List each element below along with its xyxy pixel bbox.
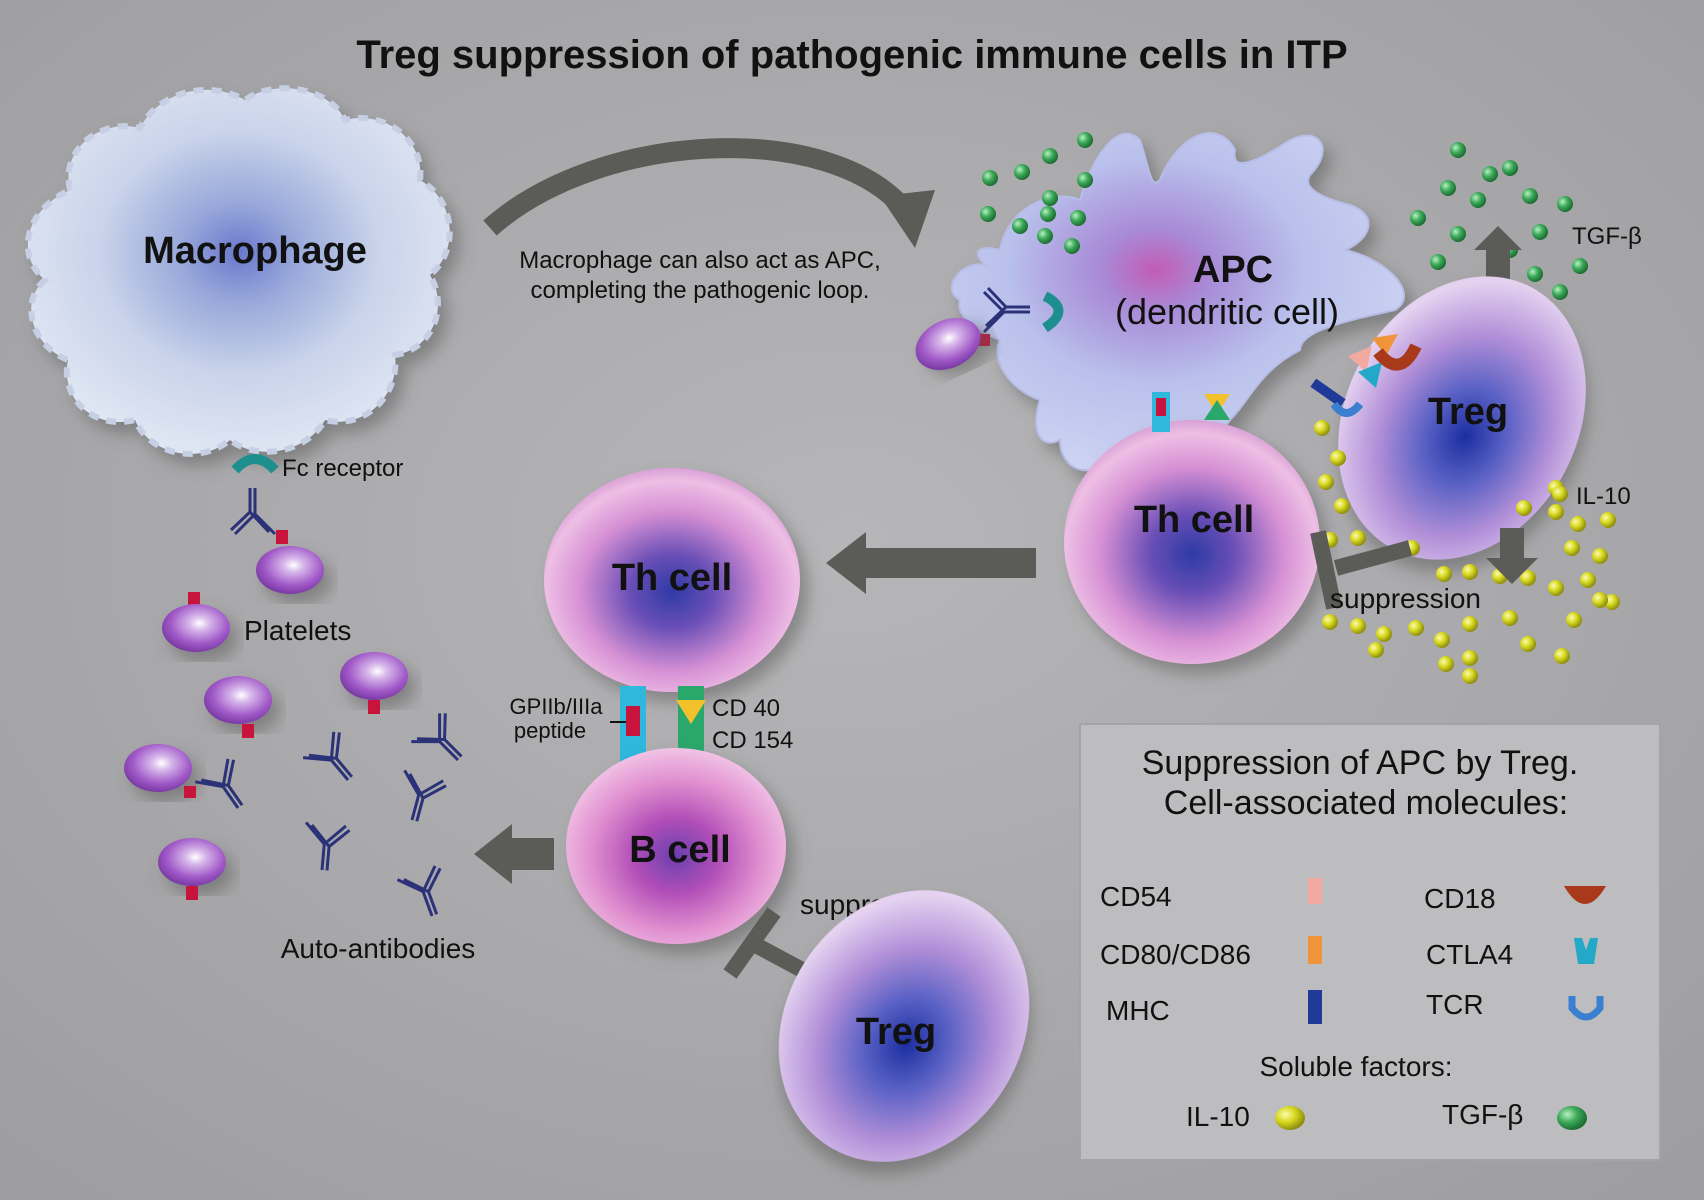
suppression-bar-right [1310, 530, 1342, 610]
treg-cell-top [1338, 276, 1586, 560]
loop-note-line1: Macrophage can also act as APC, [519, 247, 881, 274]
legend-label-cd54: CD54 [1100, 881, 1172, 912]
th-cell-right-label: Th cell [1134, 499, 1254, 541]
cd54-icon [1308, 878, 1322, 904]
cd40-icon [676, 700, 706, 724]
suppression-line-right [1333, 540, 1413, 576]
loop-note-line2: completing the pathogenic loop. [531, 277, 870, 304]
peptide-label: peptide [514, 718, 586, 743]
tgf-beta-label: TGF-β [1572, 223, 1642, 250]
apc-sublabel: (dendritic cell) [1115, 291, 1339, 332]
treg-top-label: Treg [1428, 391, 1508, 433]
suppression-right-label: suppression [1330, 583, 1481, 614]
ctla4-icon [1358, 362, 1382, 388]
auto-antibodies-label: Auto-antibodies [281, 933, 476, 964]
platelet-icon [340, 652, 408, 700]
apc-cell [950, 132, 1406, 476]
diagram-title: Treg suppression of pathogenic immune ce… [356, 33, 1347, 77]
platelet-icon [158, 838, 226, 886]
platelet-icon [124, 744, 192, 792]
cd80-icon [1372, 334, 1398, 356]
fc-receptor-label: Fc receptor [282, 455, 403, 482]
legend-label-cd18: CD18 [1424, 883, 1496, 914]
peptide-marker [1156, 398, 1166, 416]
mhc-icon [1308, 990, 1322, 1024]
legend-title-line1: Suppression of APC by Treg. [1142, 744, 1579, 782]
cd40-label: CD 40 [712, 695, 780, 722]
tcr-icon [1330, 401, 1364, 417]
cd18-icon [1373, 343, 1422, 371]
fc-receptor-icon [231, 454, 279, 474]
cd154-icon [1204, 400, 1230, 420]
macrophage-label: Macrophage [143, 230, 367, 272]
gpiib-peptide-icon [626, 706, 640, 736]
legend-soluble-title: Soluble factors: [1260, 1051, 1453, 1082]
peptide-marker [186, 886, 198, 900]
tgf-beta-icon [1557, 1106, 1587, 1130]
platelet-icon [204, 676, 272, 724]
il10-down-arrow [1486, 528, 1538, 584]
treg-cell-bottom [778, 890, 1030, 1162]
legend-title-line2: Cell-associated molecules: [1164, 784, 1568, 822]
gpiib-label: GPIIb/IIIa [510, 694, 604, 719]
cd80-cd86-icon [1308, 936, 1322, 964]
legend-label-tcr: TCR [1426, 989, 1484, 1020]
suppression-bar-bottom [723, 907, 781, 979]
tgf-beta-up-arrow [1474, 226, 1522, 282]
il10-icon [1275, 1106, 1305, 1130]
peptide-marker [242, 724, 254, 738]
arrow-head-left [474, 824, 512, 884]
platelet-icon [162, 604, 230, 652]
arrow-head-center [826, 532, 866, 594]
loop-arrow [483, 138, 913, 236]
cd18-icon [1564, 886, 1606, 904]
il10-label: IL-10 [1576, 483, 1631, 510]
apc-label: APC [1193, 249, 1273, 291]
b-cell [566, 748, 786, 944]
legend-label-tgf-beta: TGF-β [1442, 1099, 1523, 1130]
th-cell-center [544, 468, 800, 692]
platelet-icon [256, 546, 324, 594]
legend-box [1079, 723, 1661, 1161]
th-cell-center-label: Th cell [612, 557, 732, 599]
peptide-marker [184, 786, 196, 798]
ctla4-icon [1574, 938, 1598, 964]
fc-receptor-icon [1042, 291, 1064, 333]
loop-arrowhead [880, 190, 935, 248]
legend-label-ctla4: CTLA4 [1426, 939, 1513, 970]
macrophage-cell [24, 85, 453, 457]
legend-panel: Suppression of APC by Treg. Cell-associa… [1079, 723, 1661, 1161]
treg-bottom-label: Treg [856, 1011, 936, 1053]
arrow-shaft-center [860, 548, 1036, 578]
platelets-label: Platelets [244, 615, 351, 646]
legend-label-mhc: MHC [1106, 995, 1170, 1026]
peptide-marker [188, 592, 200, 606]
tcr-icon [1568, 996, 1604, 1021]
b-cell-label: B cell [629, 829, 730, 871]
peptide-marker [368, 700, 380, 714]
suppression-line-bottom [746, 934, 810, 980]
mhc-icon [1310, 378, 1346, 408]
peptide-marker [276, 530, 288, 544]
cd154-label: CD 154 [712, 727, 793, 754]
legend-label-il10: IL-10 [1186, 1101, 1250, 1132]
arrow-shaft-left [508, 838, 554, 870]
legend-label-cd80-cd86: CD80/CD86 [1100, 939, 1251, 970]
th-cell-right [1064, 420, 1320, 664]
cd54-icon [1348, 346, 1372, 372]
